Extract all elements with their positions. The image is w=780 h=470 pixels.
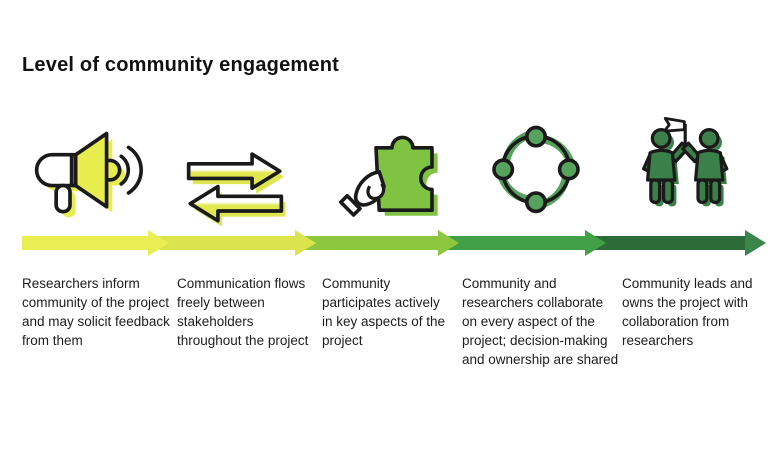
sound-wave-inner bbox=[119, 154, 131, 186]
megaphone-icon bbox=[34, 131, 143, 218]
two-way-arrows-icon bbox=[186, 152, 286, 227]
arrow-segment-2 bbox=[148, 230, 316, 256]
engagement-arrow-band bbox=[22, 230, 766, 256]
arrow-segment-5 bbox=[585, 236, 747, 250]
people-heads bbox=[492, 125, 580, 214]
arrow-right bbox=[186, 152, 282, 191]
puzzle-hand-icon bbox=[339, 135, 438, 217]
arrow-final-head bbox=[745, 230, 766, 256]
stage-label-2: Communication flows freely between stake… bbox=[177, 276, 309, 348]
stage-label-5: Community leads and owns the project wit… bbox=[622, 276, 753, 348]
hand-fingers bbox=[366, 182, 386, 201]
arrow-segment-3 bbox=[295, 230, 459, 256]
sound-wave-outer bbox=[126, 145, 143, 195]
arrow-segment-1 bbox=[22, 230, 169, 256]
arrow-left bbox=[188, 184, 284, 223]
team-figures bbox=[642, 128, 729, 204]
flag bbox=[663, 117, 686, 133]
stage-label-3: Community participates actively in key a… bbox=[322, 276, 446, 348]
stage-label-1: Researchers inform community of the proj… bbox=[22, 276, 170, 348]
stage-label-4: Community and researchers collaborate on… bbox=[462, 276, 619, 367]
page-title: Level of community engagement bbox=[22, 54, 339, 76]
arrow-segment-4 bbox=[438, 230, 606, 256]
hand-cuff bbox=[339, 194, 362, 217]
people-circle-icon bbox=[492, 125, 580, 214]
flag-team-icon bbox=[642, 117, 729, 207]
